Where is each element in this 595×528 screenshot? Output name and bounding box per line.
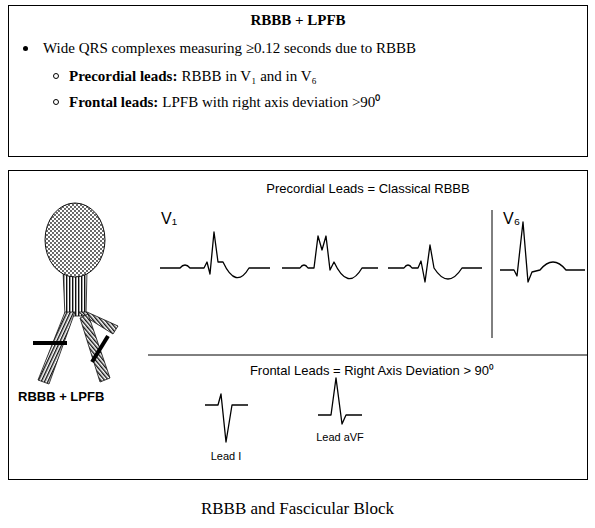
ecg-waveforms [160, 222, 585, 442]
figure-caption: RBBB and Fascicular Block [0, 500, 595, 519]
sub-bullet-ring [53, 73, 59, 79]
diagram-box: Precordial Leads = Classical RBBB [8, 170, 588, 480]
sub-bullet-ring [53, 99, 59, 105]
lead-label: V₁ [161, 210, 177, 228]
sub-bullet-text: LPFB with right axis deviation >90⁰ [162, 94, 380, 110]
sub-bullet-row: Frontal leads:LPFB with right axis devia… [53, 94, 380, 111]
bullet-text: Wide QRS complexes measuring ≥0.12 secon… [43, 40, 416, 56]
sub-bullet-row: Precordial leads:RBBB in V₁ and in V₆ [53, 68, 317, 85]
conduction-system [33, 203, 118, 384]
section-heading: Frontal Leads = Right Axis Deviation > 9… [250, 364, 494, 378]
summary-box: RBBB + LPFB Wide QRS complexes measuring … [8, 5, 588, 157]
section-heading: Precordial Leads = Classical RBBB [157, 181, 579, 196]
sub-bullet-heading: Precordial leads: [69, 68, 177, 84]
bullet-row: Wide QRS complexes measuring ≥0.12 secon… [23, 40, 416, 57]
lead-label: V₆ [503, 210, 520, 228]
sub-bullet-heading: Frontal leads: [69, 94, 158, 110]
lead-label: Lead aVF [316, 431, 364, 443]
bullet-dot [23, 46, 28, 51]
sub-bullet-text: RBBB in V₁ and in V₆ [181, 68, 316, 84]
box-title: RBBB + LPFB [9, 12, 587, 29]
lead-label: Lead I [211, 450, 242, 462]
diagram-label: RBBB + LPFB [18, 390, 104, 404]
